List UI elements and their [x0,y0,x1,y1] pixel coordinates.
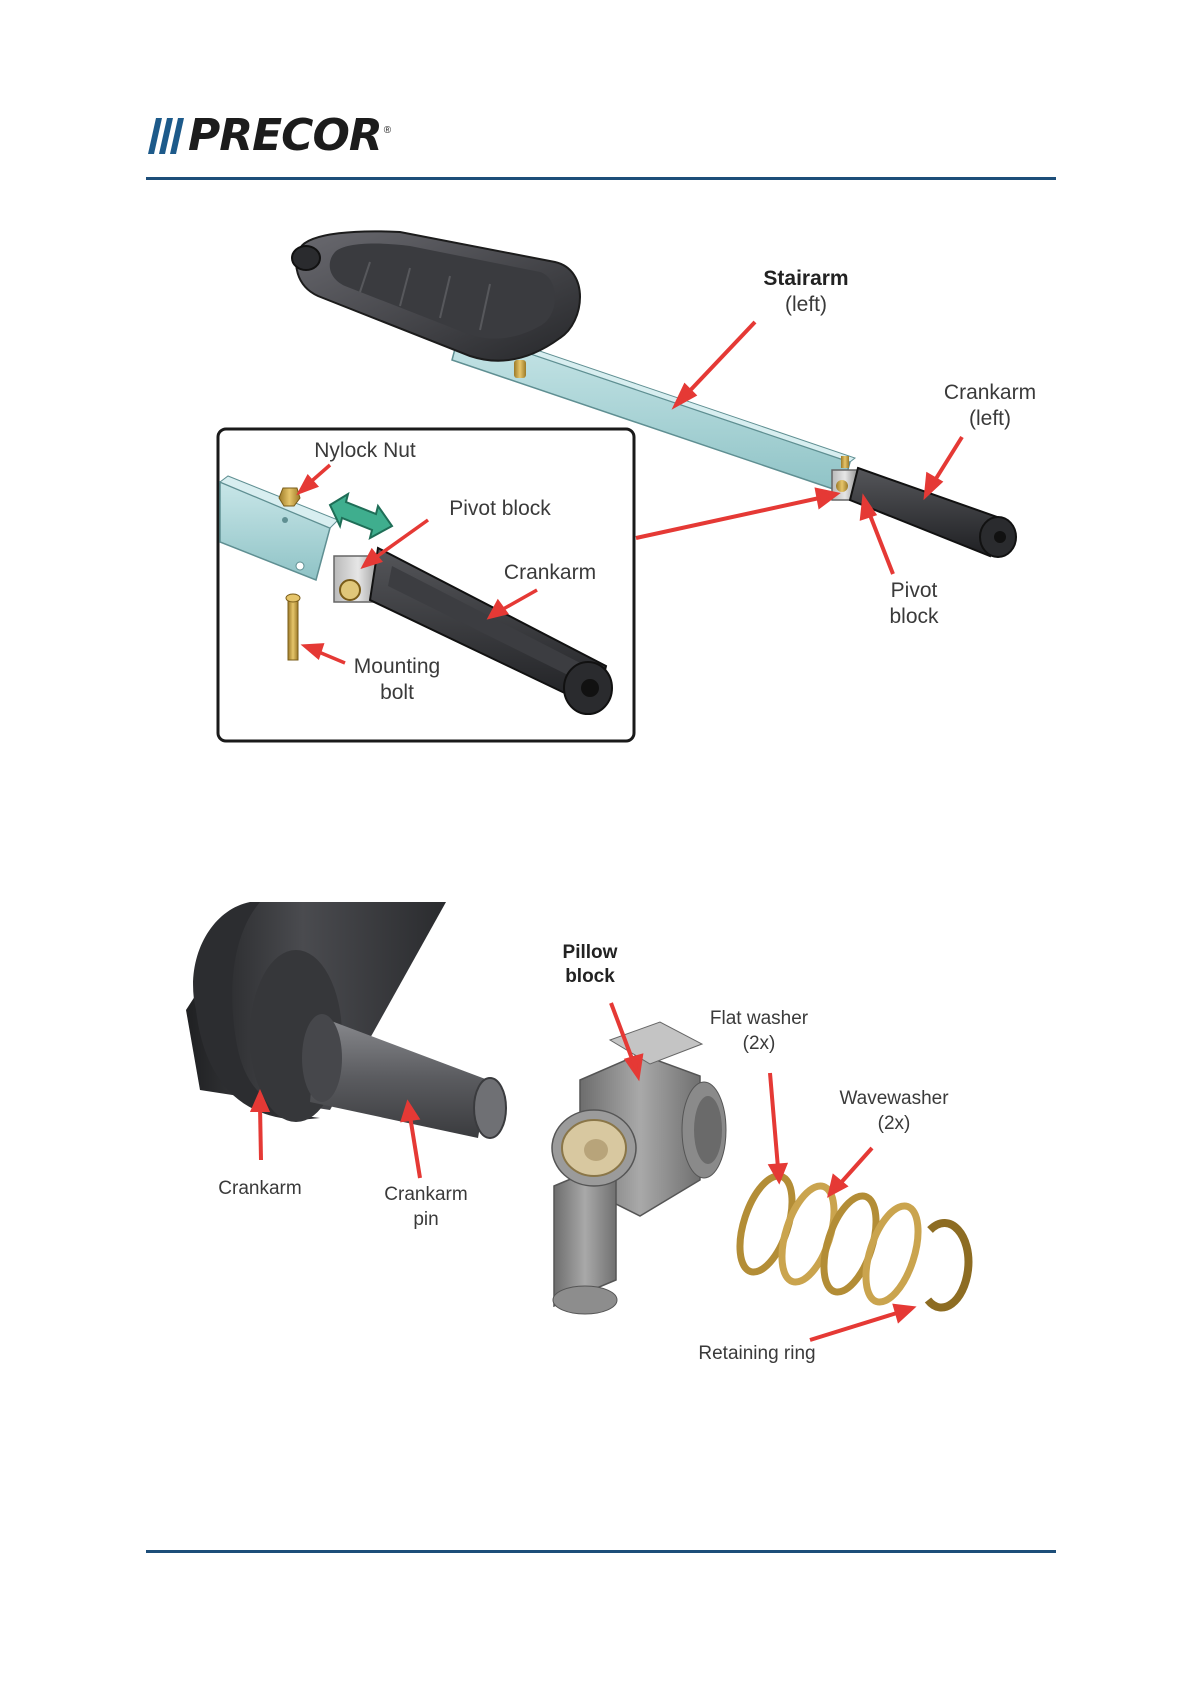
mounting-bolt-label-line2: bolt [342,680,452,706]
flat-washer-2 [856,1200,929,1309]
wavewasher-label-line2: (2x) [824,1111,964,1136]
stairarm-label: Stairarm [736,266,876,292]
pivot-label-line1: Pivot [854,578,974,604]
crankarm-left-label: Crankarm [920,380,1060,406]
crankarm-left-sub-label: (left) [920,406,1060,432]
pillow-block-label-line1: Pillow [540,940,640,965]
mounting-bolt-label-line1: Mounting [342,654,452,680]
retaining-ring-label: Retaining ring [672,1341,842,1366]
flat-washer-label-line2: (2x) [694,1031,824,1056]
pivot-label-line2: block [854,604,974,630]
stairarm-sub-label: (left) [736,292,876,318]
crankarm-pin-label-line2: pin [366,1207,486,1232]
retaining-ring-part [928,1223,968,1307]
crankarm-pin-label-line1: Crankarm [366,1182,486,1207]
crankarm-label: Crankarm [200,1176,320,1201]
inset-pivot-block-label: Pivot block [420,496,580,522]
pillow-block-label-line2: block [540,964,640,989]
washer-stack [730,1170,969,1309]
inset-crankarm-label: Crankarm [480,560,620,586]
nylock-nut-label: Nylock Nut [290,438,440,464]
flat-washer-label-line1: Flat washer [694,1006,824,1031]
wavewasher-label-line1: Wavewasher [824,1086,964,1111]
